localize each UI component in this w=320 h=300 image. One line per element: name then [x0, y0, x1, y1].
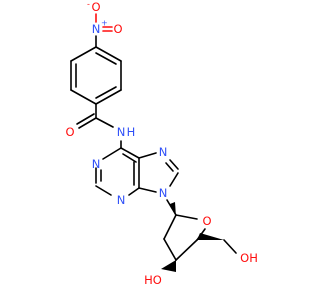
- c1-stereo-wedge: [170, 202, 176, 217]
- c8-n9-bond: [169, 172, 179, 187]
- purine-n9-label: N: [159, 186, 168, 200]
- nitro-o-top-charge: -: [87, 0, 90, 9]
- bond-carbonyl-o-2: [76, 113, 95, 125]
- purine-n7-label: N: [159, 145, 168, 159]
- purine-n3-label: N: [117, 193, 126, 207]
- nitro-n-charge: +: [101, 19, 108, 28]
- amide-n-label: N: [117, 125, 126, 139]
- benzene-bond-3: [95, 89, 122, 105]
- n7-c8-bond: [169, 159, 179, 170]
- benzene-ring: [70, 46, 122, 105]
- carbonyl-o-label: O: [65, 125, 74, 139]
- c3-c4-bond: [175, 239, 198, 261]
- c6-n1-bond: [102, 147, 122, 160]
- c5-oh-bond: [223, 239, 237, 254]
- nitro-n-label: N: [92, 22, 101, 36]
- nitro-group: N + O - O: [87, 0, 123, 48]
- n3-c4-bond: [128, 187, 140, 196]
- n9-c4-bond: [138, 187, 157, 193]
- c4-stereo-wedge: [197, 233, 224, 240]
- c1-ringo-bond: [175, 214, 198, 220]
- purine-n1-label: N: [92, 157, 101, 171]
- benzene-bond-6: [70, 46, 97, 62]
- hydroxyl-5-label: OH: [240, 251, 258, 265]
- c3-stereo-wedge: [161, 260, 176, 272]
- c5-n7-bond: [138, 152, 157, 159]
- benzene-inner-bond-1: [95, 52, 117, 65]
- c2-n3-bond: [95, 185, 112, 196]
- bond-carbonyl-n: [95, 117, 114, 128]
- n7-c8-inner: [165, 162, 174, 172]
- benzene-inner-bond-2: [95, 86, 117, 99]
- ring-o-label: O: [202, 214, 211, 228]
- sugar-ring: O HO OH: [144, 199, 258, 287]
- purine-ring: N N N N: [92, 145, 179, 207]
- amide-h-label: H: [127, 125, 136, 139]
- hydroxyl-3-label: HO: [144, 273, 162, 287]
- nitro-o-top-label: O: [91, 0, 100, 14]
- c1-c2-bond: [163, 214, 177, 240]
- bond-carbonyl-o-1: [78, 117, 97, 129]
- c2-c3-bond: [163, 238, 177, 261]
- benzene-bond-4: [70, 89, 97, 105]
- nitro-o-right-label: O: [113, 22, 122, 36]
- benzene-bond-1: [95, 46, 122, 62]
- amide-group: O N H: [65, 103, 136, 149]
- c6-c5-inner: [122, 153, 137, 163]
- c6-c5-bond: [120, 147, 140, 159]
- molecule-structure: N + O - O O N H: [65, 0, 258, 287]
